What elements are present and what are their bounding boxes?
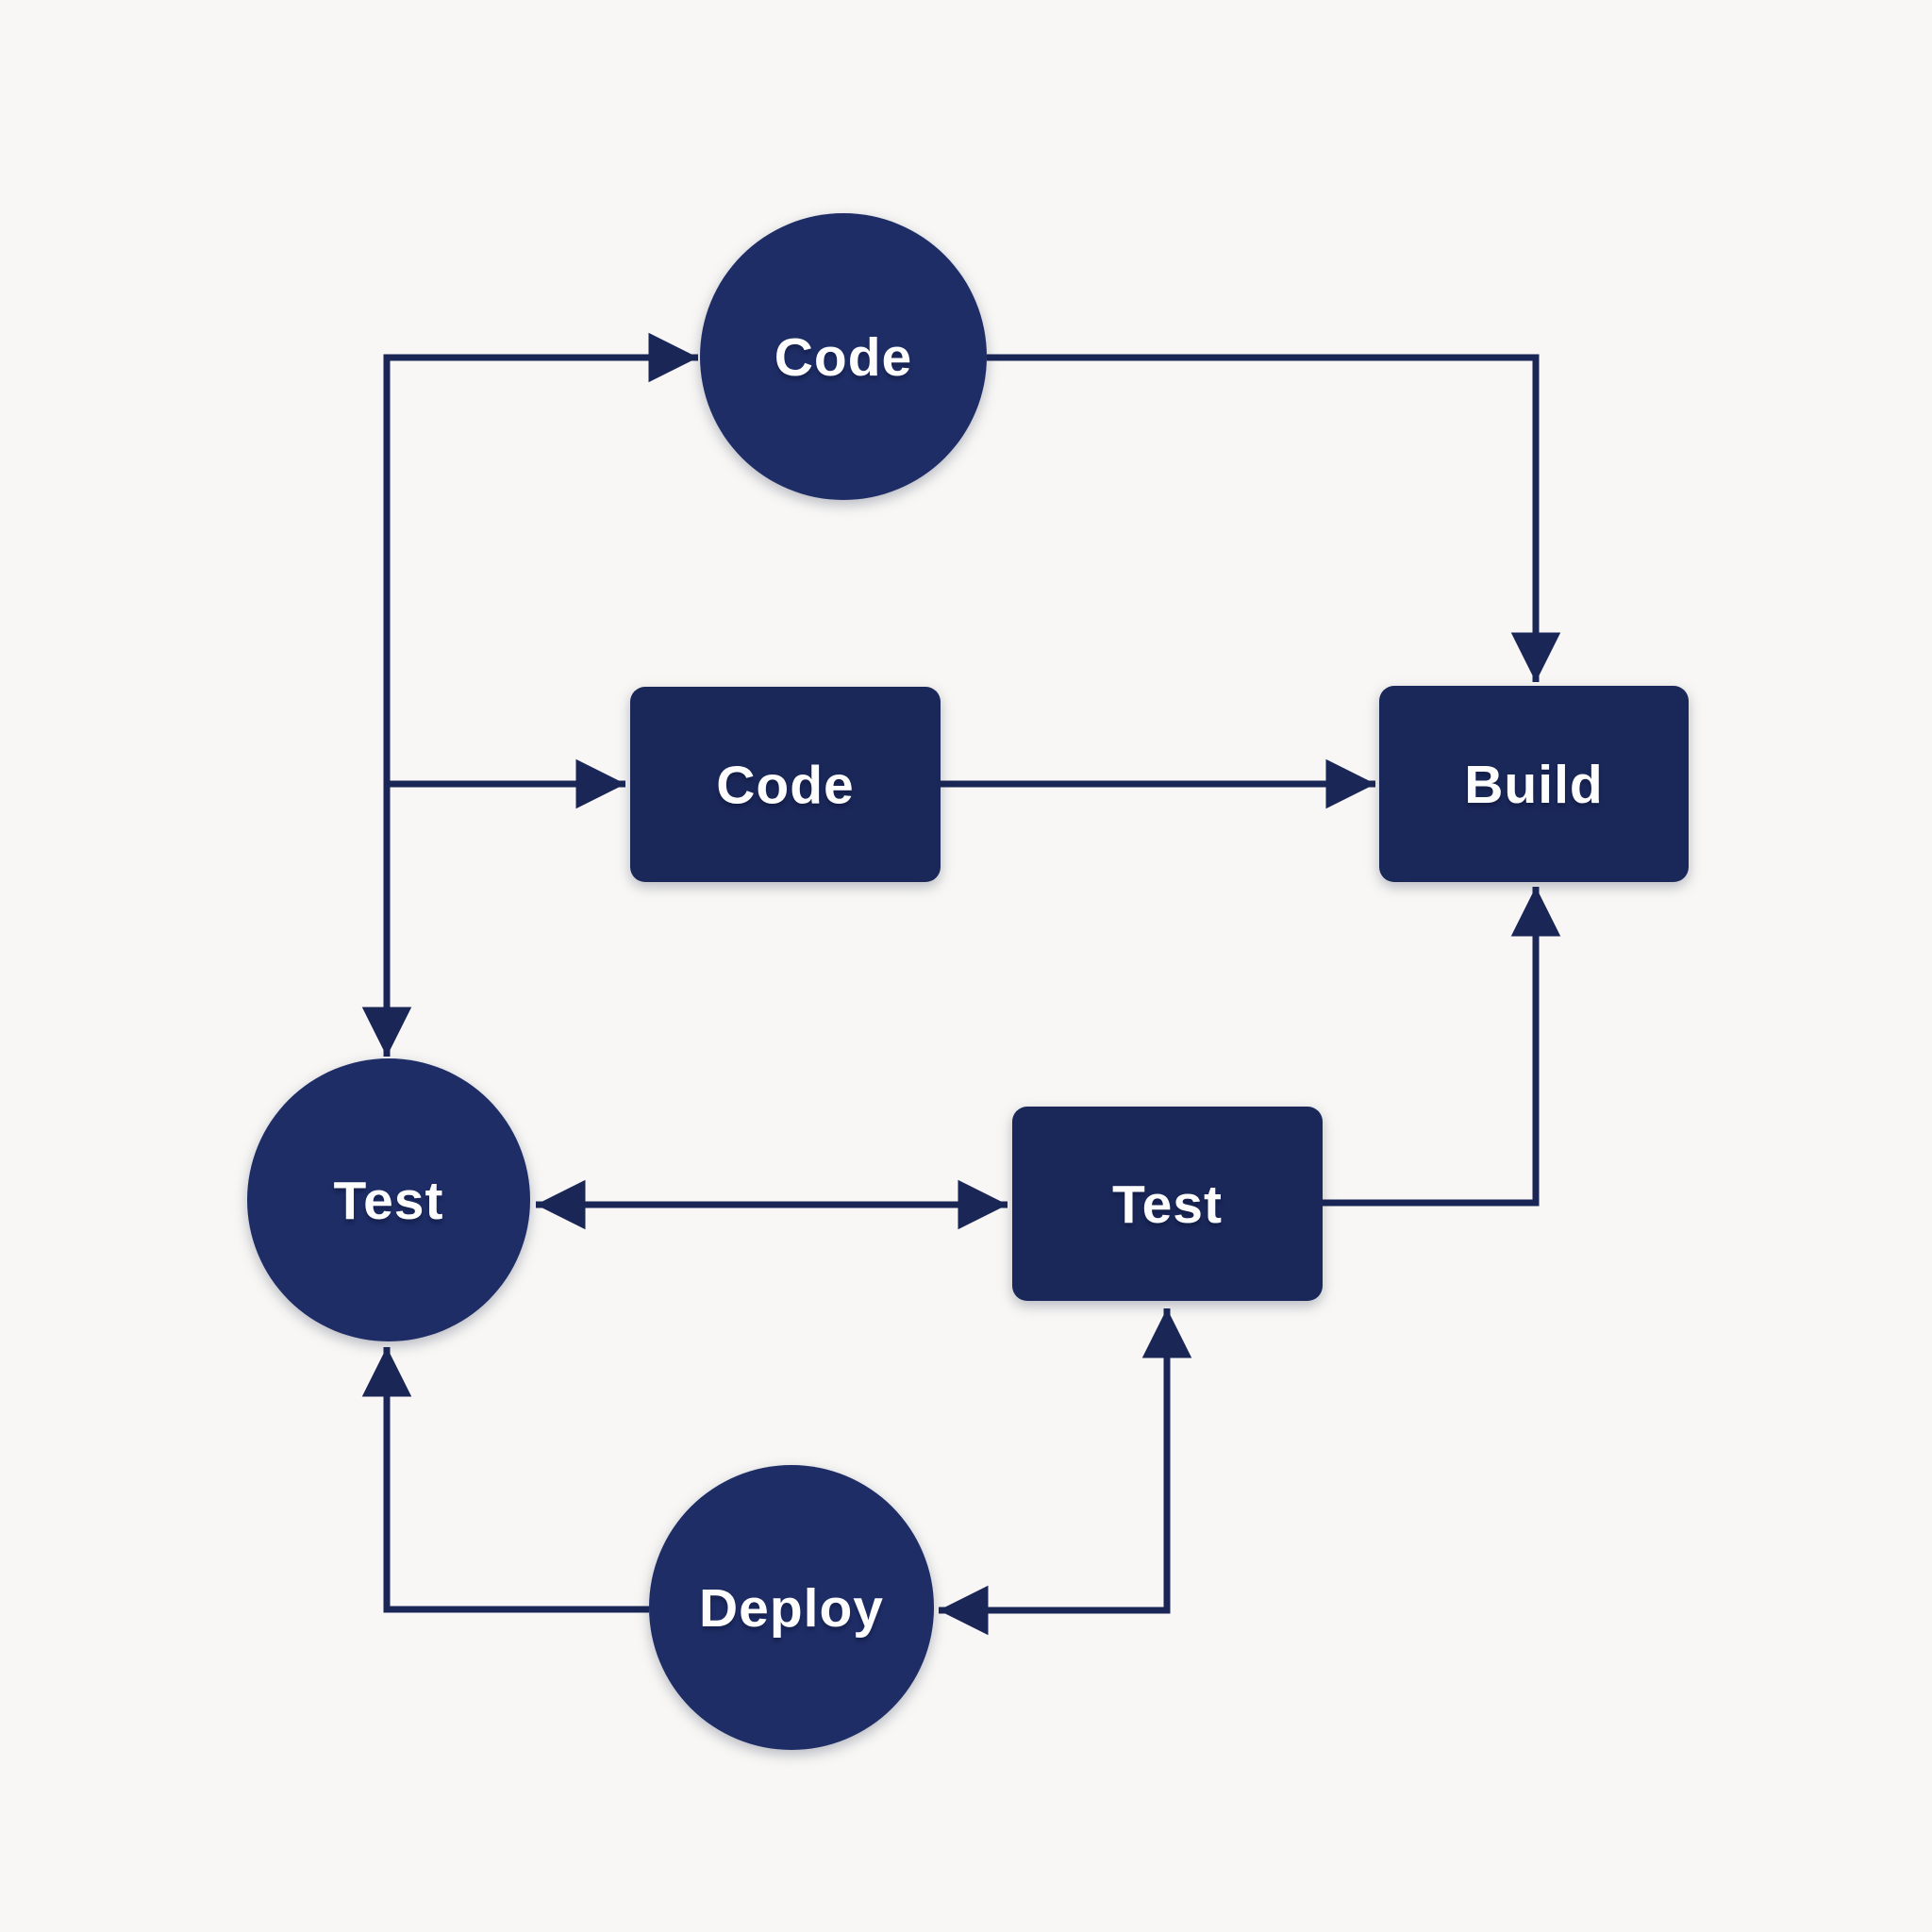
- edge-test-rect-to-build-bottom: [1323, 887, 1561, 1207]
- node-code-circle: Code: [700, 213, 987, 500]
- label-test-circle: Test: [334, 1171, 444, 1231]
- edge-code-circle-to-build-top: [987, 354, 1561, 682]
- label-test-rect: Test: [1112, 1174, 1223, 1235]
- code-circle-shape: [700, 213, 987, 500]
- edge-deploy-to-test-circle: [361, 1347, 649, 1613]
- label-deploy-circle: Deploy: [699, 1578, 884, 1639]
- label-code-circle: Code: [774, 327, 913, 388]
- label-code-rect: Code: [716, 756, 855, 816]
- node-code-rect: Code: [630, 687, 941, 882]
- node-test-circle: Test: [247, 1058, 530, 1341]
- edge-spine-code-circle-to-test-circle: [361, 332, 698, 1057]
- code-rect-shape: [630, 687, 941, 882]
- test-rect-shape: [1012, 1107, 1323, 1301]
- edge-test-rect-deploy-corner: [939, 1308, 1192, 1636]
- label-build-rect: Build: [1464, 755, 1603, 815]
- edges-layer: [361, 332, 1561, 1636]
- build-rect-shape: [1379, 686, 1689, 882]
- test-circle-shape: [247, 1058, 530, 1341]
- node-test-rect: Test: [1012, 1107, 1323, 1301]
- node-deploy-circle: Deploy: [649, 1465, 934, 1750]
- node-build-rect: Build: [1379, 686, 1689, 882]
- deploy-circle-shape: [649, 1465, 934, 1750]
